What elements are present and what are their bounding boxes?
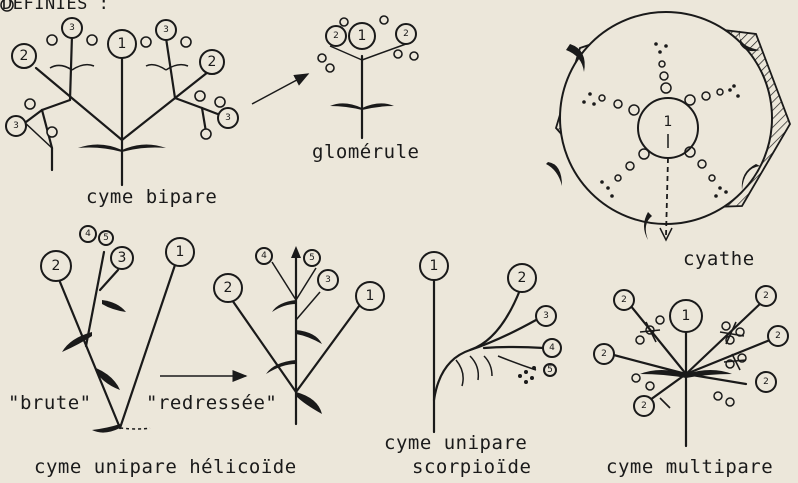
mp-num-2-b: 2: [601, 349, 607, 359]
hb-num-4: 4: [85, 229, 91, 239]
cyme-helicoide-brute-figure: 2 3 4 5 1: [41, 226, 194, 433]
mp-num-2-e: 2: [775, 331, 781, 341]
hr-num-2: 2: [224, 280, 233, 296]
gl-num-2-right: 2: [403, 29, 409, 39]
cb-num-3-d: 3: [225, 113, 231, 123]
sc-num-4: 4: [549, 343, 555, 353]
header-bullet-icon: [1, 0, 13, 11]
cb-num-3-c: 3: [13, 121, 19, 131]
mp-num-1: 1: [682, 308, 691, 324]
mp-num-2-a: 2: [621, 295, 627, 305]
mp-num-2-c: 2: [641, 401, 647, 411]
mp-num-2-f: 2: [763, 377, 769, 387]
cyme-multipare-figure: 1 2 2 2 2 2 2: [594, 286, 788, 446]
cb-num-1: 1: [118, 36, 127, 52]
cb-num-2-left: 2: [20, 48, 29, 64]
hr-num-5: 5: [309, 253, 315, 263]
hr-num-4: 4: [261, 251, 267, 261]
cy-num-1: 1: [664, 114, 673, 130]
cyathe-figure: 1: [546, 12, 790, 240]
gl-num-1: 1: [358, 28, 367, 44]
cyme-helicoide-redressee-figure: 2 3 4 5 1: [214, 246, 384, 424]
cyme-scorpioide-figure: 1 2 3 4 5: [420, 252, 561, 432]
hb-num-2: 2: [52, 258, 61, 274]
hb-num-1: 1: [176, 244, 185, 260]
hb-num-3: 3: [118, 250, 127, 266]
cb-num-3-b: 3: [163, 25, 169, 35]
mp-num-2-d: 2: [763, 291, 769, 301]
sc-num-3: 3: [543, 311, 549, 321]
hr-num-3: 3: [325, 275, 331, 285]
sc-num-5: 5: [547, 365, 553, 375]
cb-num-2-right: 2: [208, 54, 217, 70]
cb-num-3-a: 3: [69, 23, 75, 33]
glomerule-figure: 1 2 2: [318, 16, 418, 138]
hb-num-5: 5: [103, 233, 109, 243]
sc-num-2: 2: [518, 270, 527, 286]
cyme-bipare-figure: 1 2 2 3 3 3 3: [6, 18, 238, 185]
gl-num-2-left: 2: [333, 31, 339, 41]
hr-num-1: 1: [366, 288, 375, 304]
sc-num-1: 1: [430, 258, 439, 274]
